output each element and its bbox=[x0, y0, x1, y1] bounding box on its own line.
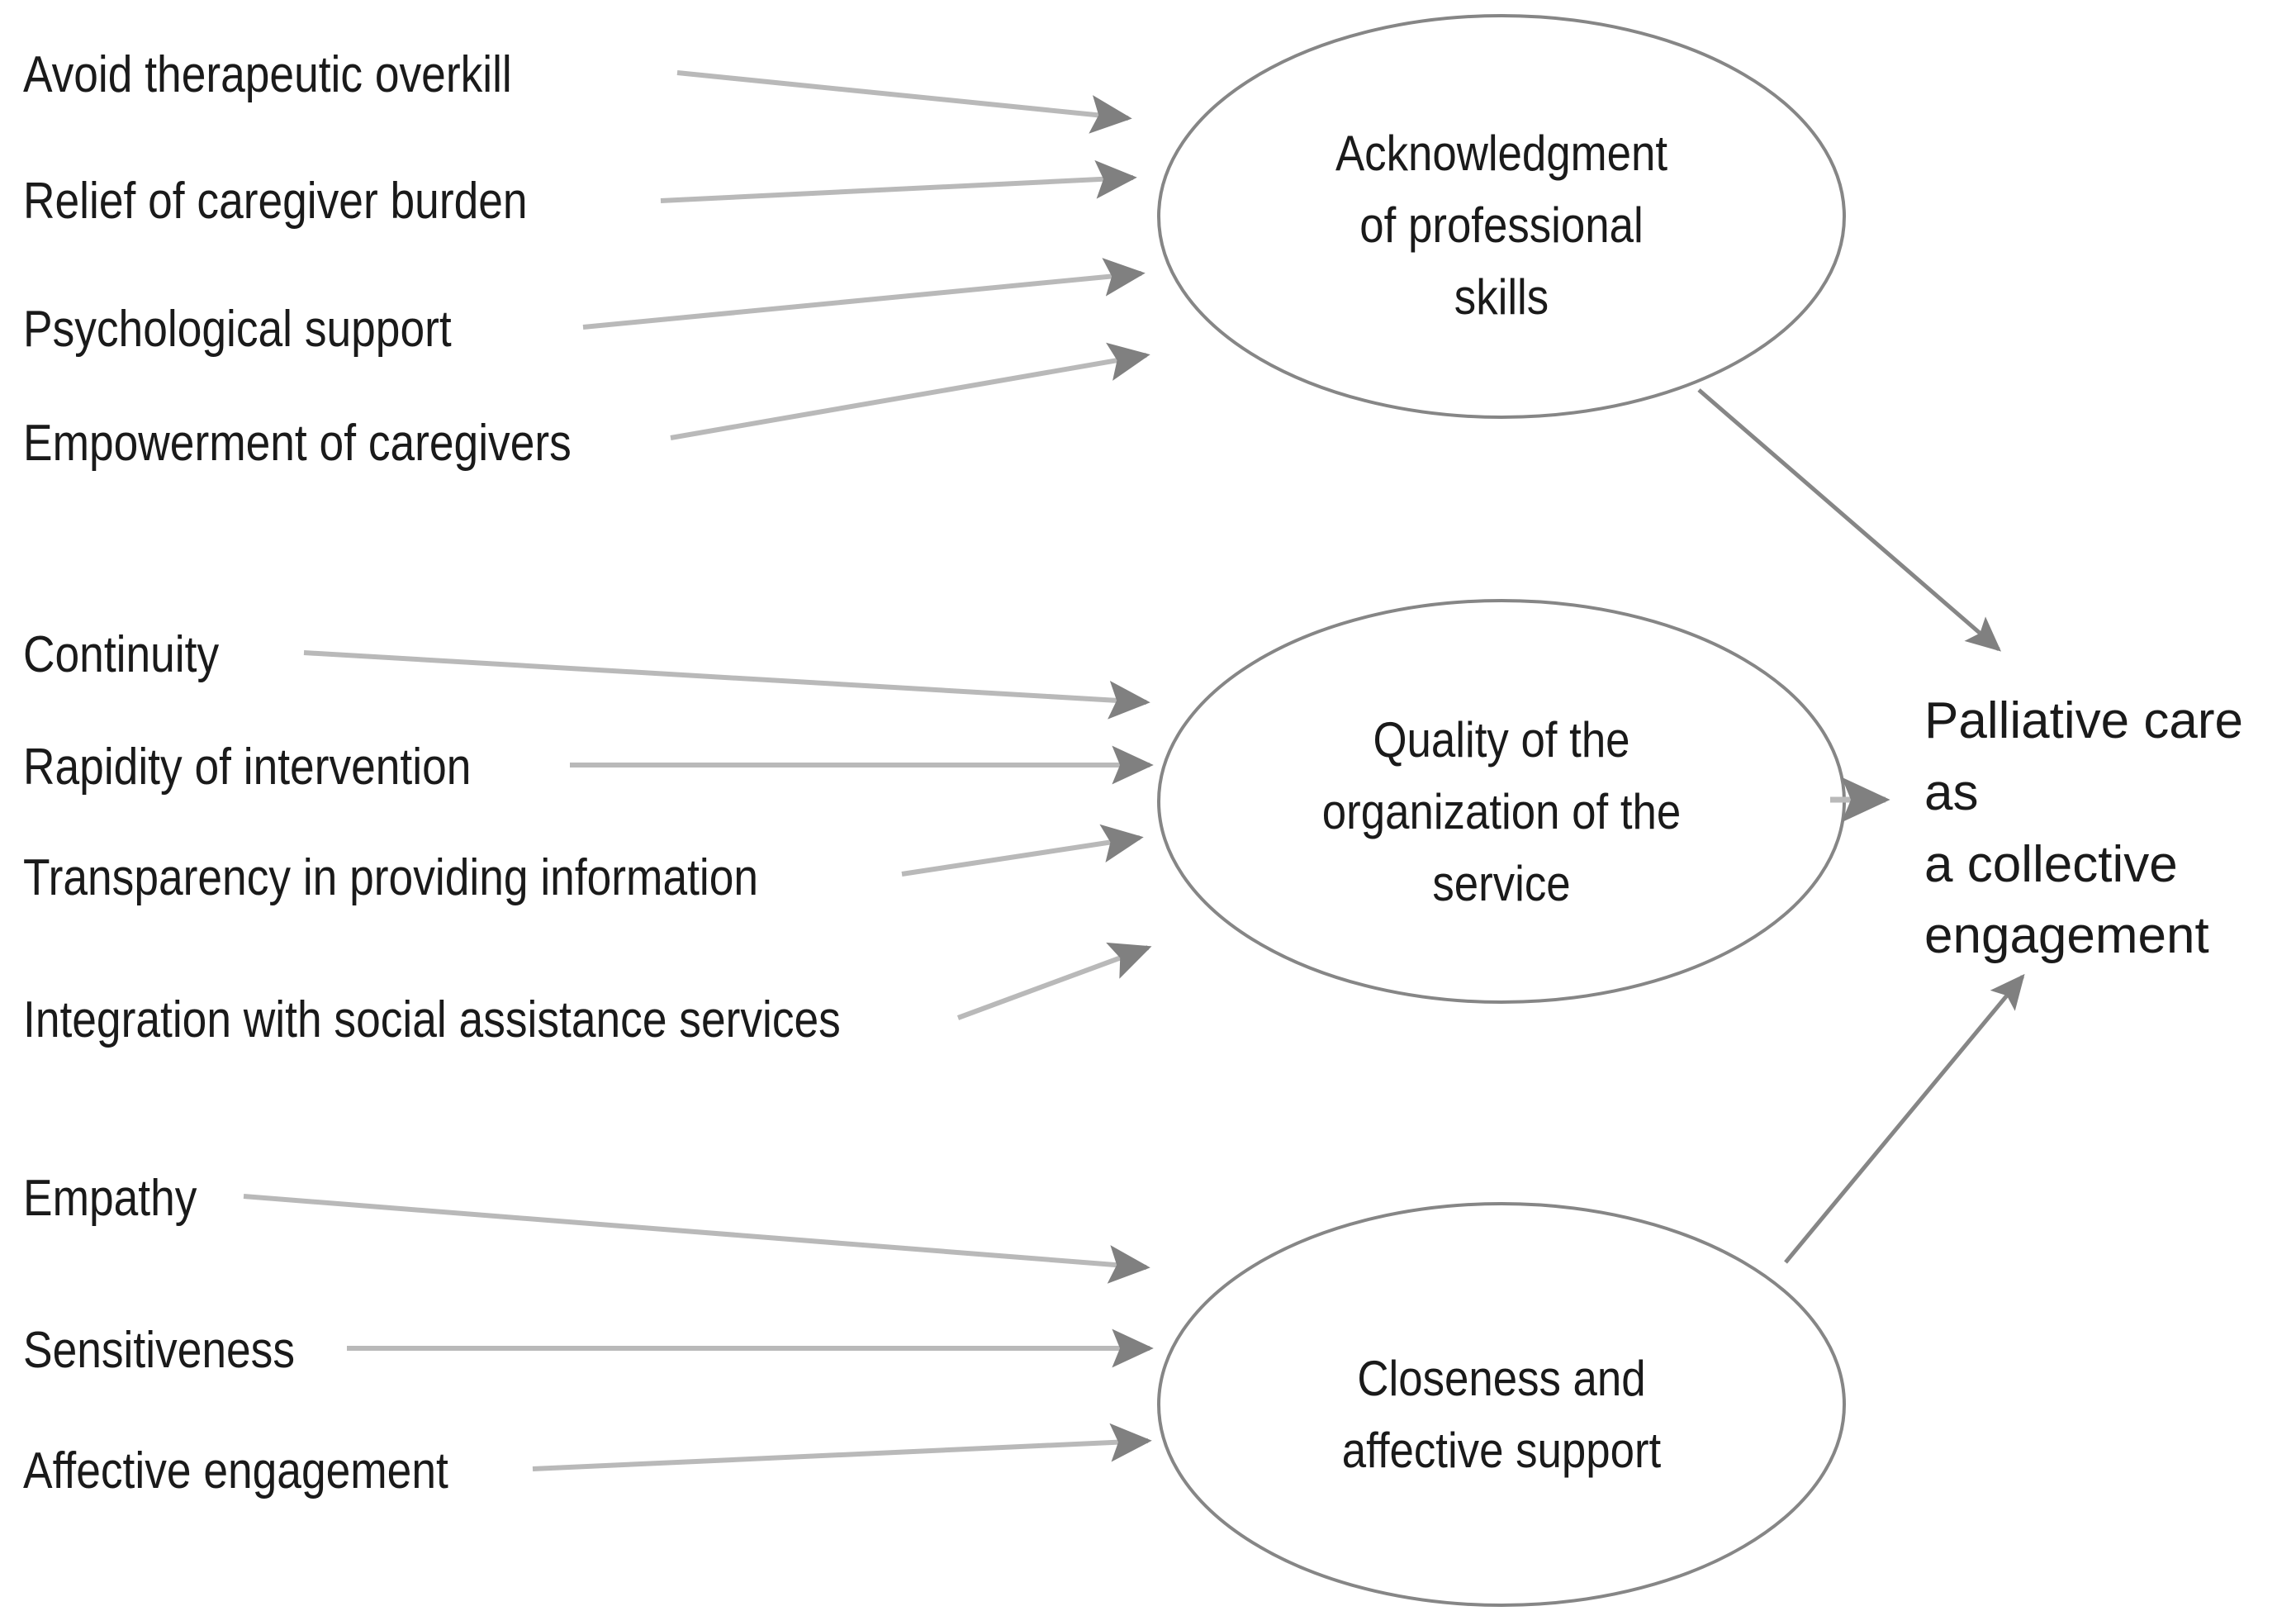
node-line: Acknowledgment bbox=[1335, 126, 1668, 181]
node-label-acknowledgment: Acknowledgment of professional skills bbox=[1232, 117, 1770, 333]
input-label-psychological-support: Psychological support bbox=[23, 301, 452, 358]
input-label-affective-engagement: Affective engagement bbox=[23, 1442, 448, 1499]
node-line: Closeness and bbox=[1357, 1351, 1646, 1406]
node-line: skills bbox=[1454, 269, 1549, 325]
input-label-avoid-therapeutic-overkill: Avoid therapeutic overkill bbox=[23, 46, 512, 103]
edge-closeness-to-outcome bbox=[1784, 973, 2025, 1264]
edge-empowerment-of-caregivers bbox=[670, 342, 1150, 440]
input-label-continuity: Continuity bbox=[23, 626, 220, 683]
edge-relief-of-caregiver-burden bbox=[660, 159, 1137, 203]
node-label-quality-organization: Quality of the organization of the servi… bbox=[1232, 704, 1770, 920]
ellipse-acknowledgment bbox=[1157, 14, 1846, 419]
edge-continuity bbox=[303, 650, 1150, 720]
input-label-empathy: Empathy bbox=[23, 1170, 197, 1227]
node-line: service bbox=[1432, 856, 1571, 911]
input-label-rapidity-of-intervention: Rapidity of intervention bbox=[23, 739, 472, 796]
node-line: affective support bbox=[1341, 1423, 1662, 1478]
node-line: of professional bbox=[1359, 197, 1644, 253]
input-label-relief-of-caregiver-burden: Relief of caregiver burden bbox=[23, 173, 528, 230]
node-label-closeness-support: Closeness and affective support bbox=[1232, 1342, 1770, 1486]
edge-integration-with-social-assistance-services bbox=[956, 942, 1152, 1020]
edge-psychological-support bbox=[582, 258, 1146, 330]
input-label-integration-with-social-assistance-services: Integration with social assistance servi… bbox=[23, 991, 841, 1048]
ellipse-closeness-support bbox=[1157, 1202, 1846, 1607]
edge-transparency-in-providing-information bbox=[901, 824, 1144, 877]
edge-affective-engagement bbox=[532, 1423, 1152, 1471]
input-label-empowerment-of-caregivers: Empowerment of caregivers bbox=[23, 415, 572, 472]
outcome-label: Palliative care as a collective engageme… bbox=[1924, 692, 2243, 965]
edge-acknowledgment-to-outcome bbox=[1697, 388, 2002, 652]
node-line: organization of the bbox=[1321, 784, 1682, 839]
node-line: Quality of the bbox=[1373, 712, 1630, 767]
edge-empathy bbox=[243, 1194, 1150, 1284]
input-label-sensitiveness: Sensitiveness bbox=[23, 1322, 295, 1379]
input-label-transparency-in-providing-information: Transparency in providing information bbox=[23, 849, 759, 906]
edge-avoid-therapeutic-overkill bbox=[676, 70, 1132, 134]
